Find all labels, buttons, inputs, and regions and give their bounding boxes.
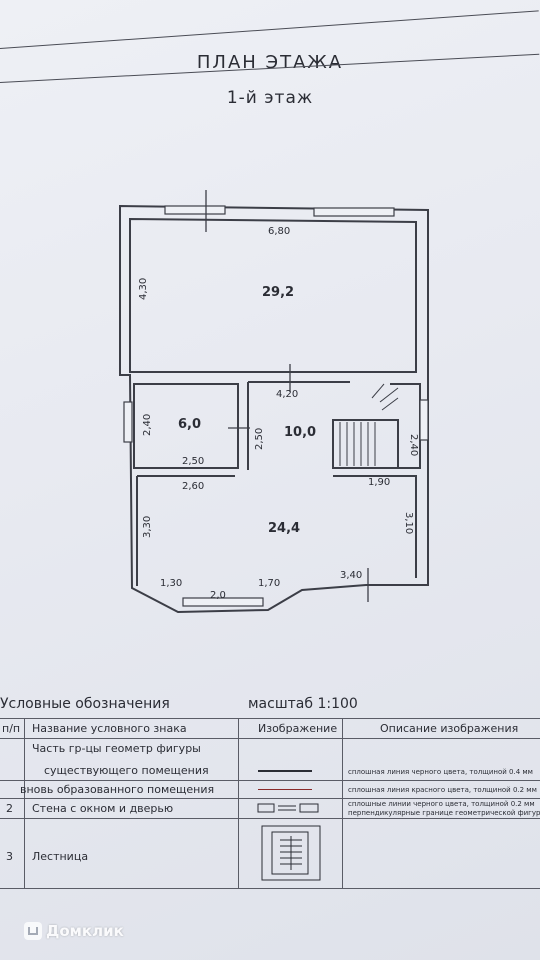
col-desc: Описание изображения xyxy=(380,722,519,735)
dim-corner: 3,40 xyxy=(340,570,362,581)
dim-room1-width: 6,80 xyxy=(268,226,290,237)
dim-room1-height: 4,30 xyxy=(138,278,149,300)
dim-room4-top-right: 1,90 xyxy=(368,477,390,488)
row5-name: Лестница xyxy=(32,850,89,863)
window-bay xyxy=(182,597,264,607)
floor-plan: 6,80 4,30 29,2 2,40 6,0 2,50 4,20 10,0 2… xyxy=(119,190,429,614)
domclick-watermark: Домклик xyxy=(24,922,124,940)
window-right xyxy=(419,399,429,441)
area-room2: 6,0 xyxy=(178,417,201,432)
outer-wall xyxy=(119,204,429,614)
dim-stair: 2,40 xyxy=(408,434,419,456)
row2-desc: сплошная линия черного цвета, толщиной 0… xyxy=(348,768,533,776)
legend-table: п/п Название условного знака Изображение… xyxy=(0,718,540,890)
domclick-logo-icon xyxy=(24,922,42,940)
row4-num: 2 xyxy=(6,802,13,815)
dim-room3-width: 4,20 xyxy=(276,389,298,400)
floor-title: 1-й этаж xyxy=(226,88,314,108)
col-name: Название условного знака xyxy=(32,722,187,735)
area-room4: 24,4 xyxy=(268,521,300,536)
room-1-wall xyxy=(129,217,417,373)
dim-bay-left: 1,30 xyxy=(160,578,182,589)
row2-name: существующего помещения xyxy=(44,764,209,777)
stair-box xyxy=(332,419,399,469)
window-top-right xyxy=(313,207,395,217)
row4-desc: сплошные линии черного цвета, толщиной 0… xyxy=(348,800,535,808)
col-num: п/п xyxy=(2,722,21,735)
dim-bay-right: 1,70 xyxy=(258,578,280,589)
window-top-left xyxy=(164,205,226,215)
row3-desc: сплошная линия красного цвета, толщиной … xyxy=(348,786,537,794)
legend-heading: Условные обозначения xyxy=(0,696,170,712)
row3-name: вновь образованного помещения xyxy=(20,783,215,796)
room-2-wall xyxy=(133,383,239,469)
area-room3: 10,0 xyxy=(284,425,316,440)
row1-name: Часть гр-цы геометр фигуры xyxy=(32,742,201,755)
dim-room4-right: 3,10 xyxy=(403,512,414,534)
window-left xyxy=(123,401,133,443)
dim-room3-height: 2,50 xyxy=(254,428,265,450)
wall-symbol-icon xyxy=(257,803,319,813)
dim-room2-width: 2,50 xyxy=(182,456,204,467)
stair-symbol-icon xyxy=(261,825,321,881)
legend-scale: масштаб 1:100 xyxy=(248,696,358,712)
dim-room2-height: 2,40 xyxy=(142,414,153,436)
col-image: Изображение xyxy=(258,722,338,735)
dim-bay-mid: 2,0 xyxy=(210,590,226,601)
row4-name: Стена с окном и дверью xyxy=(32,802,174,815)
row4-desc2: перпендикулярные границе геометрической … xyxy=(348,809,540,817)
row5-num: 3 xyxy=(6,850,13,863)
area-room1: 29,2 xyxy=(262,285,294,300)
watermark-text: Домклик xyxy=(46,922,124,940)
line-new xyxy=(258,789,312,790)
line-existing xyxy=(258,770,312,772)
dim-room4-top-left: 2,60 xyxy=(182,481,204,492)
plan-title: ПЛАН ЭТАЖА xyxy=(196,52,344,73)
dim-room4-left: 3,30 xyxy=(142,516,153,538)
